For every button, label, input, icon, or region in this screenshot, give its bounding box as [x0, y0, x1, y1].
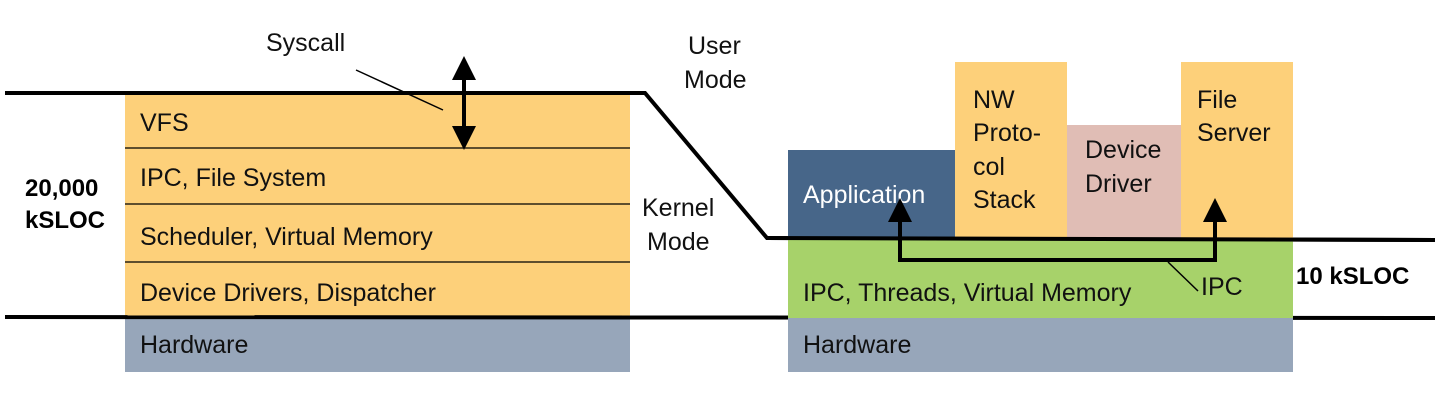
layer-drivers-dispatcher-label: Device Drivers, Dispatcher [140, 279, 436, 307]
nw-stack-label-line4: Stack [973, 186, 1036, 214]
layer-vfs-label: VFS [140, 109, 189, 137]
ipc-pointer-line [1167, 261, 1199, 292]
nw-stack-label-line2: Proto- [973, 119, 1041, 147]
layer-scheduler-vm-label: Scheduler, Virtual Memory [140, 223, 433, 251]
syscall-pointer-line [355, 69, 444, 111]
nw-stack-label-line3: col [973, 153, 1005, 181]
application-label: Application [803, 181, 925, 209]
microkernel-block [788, 240, 1293, 318]
microkernel-size-label: 10 kSLOC [1296, 263, 1409, 290]
user-mode-label-line1: User [688, 32, 741, 60]
microkernel-hardware-label: Hardware [803, 331, 911, 359]
microkernel-hardware-block [788, 318, 1293, 372]
file-server-label-line1: File [1197, 86, 1237, 114]
kernel-mode-label-line1: Kernel [642, 194, 714, 222]
user-mode-label-line2: Mode [684, 66, 747, 94]
application-box [788, 150, 955, 238]
syscall-label: Syscall [266, 29, 345, 57]
monolithic-hardware-block [125, 317, 630, 372]
nw-stack-label-line1: NW [973, 86, 1015, 114]
ipc-label: IPC [1201, 273, 1243, 301]
monolithic-kernel-block [125, 93, 630, 317]
monolithic-size-line1: 20,000 [25, 175, 98, 202]
monolithic-hardware-label: Hardware [140, 331, 248, 359]
ipc-path-arrow [888, 198, 1227, 262]
file-server-label-line2: Server [1197, 119, 1271, 147]
device-driver-label-line1: Device [1085, 136, 1161, 164]
monolithic-size-line2: kSLOC [25, 207, 105, 234]
microkernel-boundary-line [766, 236, 1435, 242]
kernel-mode-label-line2: Mode [647, 228, 710, 256]
microkernel-layer-label: IPC, Threads, Virtual Memory [803, 279, 1132, 307]
layer-ipc-fs-label: IPC, File System [140, 164, 326, 192]
device-driver-label-line2: Driver [1085, 170, 1152, 198]
